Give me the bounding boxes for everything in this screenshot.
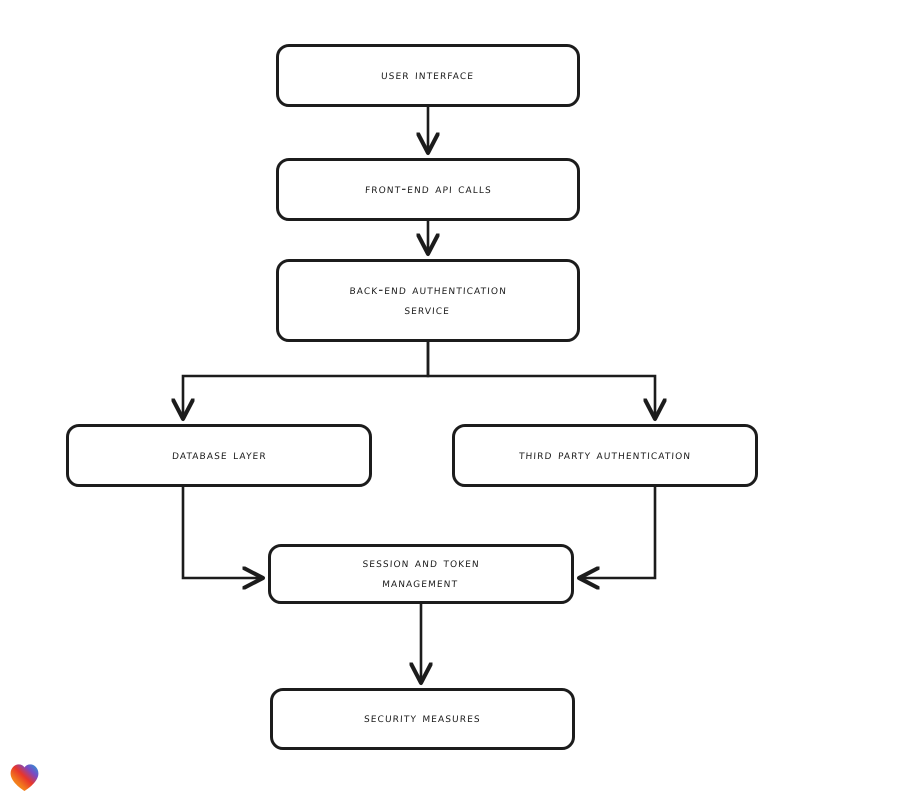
edge-backend-to-thirdparty (426, 342, 655, 416)
node-back-end-authentication-service[interactable]: BACK-END AUTHENTICATION SERVICE (276, 259, 580, 342)
node-session-and-token-management[interactable]: SESSION AND TOKEN MANAGEMENT (268, 544, 574, 604)
edge-backend-to-database (183, 342, 430, 416)
node-label-security-measures: SECURITY MEASURES (363, 710, 482, 727)
node-front-end-api-calls[interactable]: FRONT-END API CALLS (276, 158, 580, 221)
node-label-database-layer: DATABASE LAYER (171, 446, 267, 463)
heart-icon (10, 764, 39, 792)
node-database-layer[interactable]: DATABASE LAYER (66, 424, 372, 487)
node-user-interface[interactable]: USER INTERFACE (276, 44, 580, 107)
node-label-third-party-authentication: THIRD PARTY AUTHENTICATION (518, 446, 692, 463)
edge-database-to-session (181, 487, 260, 578)
node-label-front-end-api-calls: FRONT-END API CALLS (364, 180, 492, 197)
edge-thirdparty-to-session (582, 487, 657, 578)
node-label-session-and-token-management: SESSION AND TOKEN MANAGEMENT (362, 555, 481, 591)
node-third-party-authentication[interactable]: THIRD PARTY AUTHENTICATION (452, 424, 758, 487)
node-label-user-interface: USER INTERFACE (381, 66, 475, 83)
node-label-back-end-authentication-service: BACK-END AUTHENTICATION SERVICE (349, 281, 508, 318)
node-security-measures[interactable]: SECURITY MEASURES (270, 688, 575, 750)
